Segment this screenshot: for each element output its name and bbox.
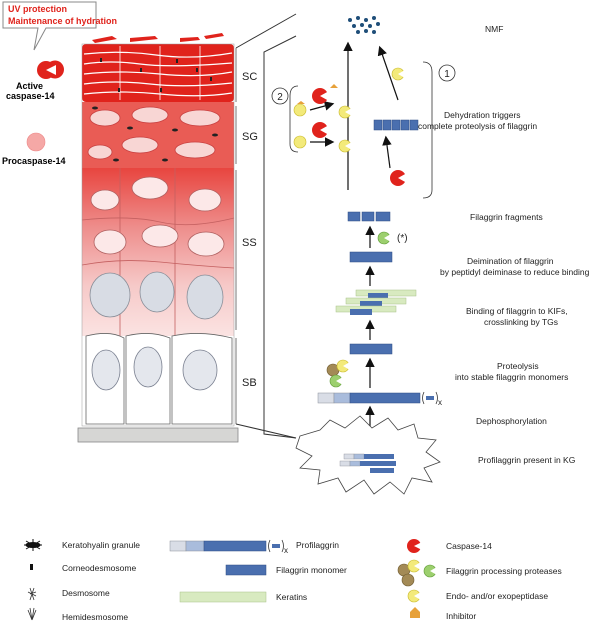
active-label-2: caspase-14 [6,91,55,101]
step-profilaggrin-kg: Profilaggrin present in KG [478,455,575,465]
stratum-granulosum [82,102,234,168]
layer-sc: SC [242,71,257,83]
processing-protease-icon [377,231,391,245]
stratum-spinosum [81,168,235,336]
legend-keratins: Keratins [276,592,307,602]
profilaggrin-x-sub: x [438,398,442,407]
epidermis-section [77,33,239,443]
desmosome-icon [27,587,37,601]
filaggrin-monomer-proteolysis [349,343,393,355]
step-dehydration-1: Dehydration triggers [444,110,521,120]
legend-inhibitor-icon [410,607,420,618]
profilaggrin-in-kg [339,453,396,473]
stratum-basale [77,333,239,443]
inhibitor-reaction-bottom [293,122,352,153]
legend: Keratohyalin granule Corneodesmosome Des… [24,539,562,622]
legend-profilaggrin-x: x [284,546,288,555]
procaspase-icon [26,132,46,152]
profilaggrin-chain [317,391,438,405]
svg-text:2: 2 [277,92,283,103]
stratum-corneum [82,33,234,102]
step-fragments: Filaggrin fragments [470,212,543,222]
marker-asterisk: (*) [397,233,408,244]
inhibitor-reaction-top [293,84,352,119]
corneodesmosome-icon [30,564,33,570]
hemidesmosome-icon [27,607,37,621]
keratin-filaggrin-stack [335,289,417,315]
layer-ss: SS [242,237,257,249]
protease-group-icon [326,359,350,388]
caspase-icon-step1 [391,67,405,81]
legend-desmosome: Desmosome [62,588,110,598]
legend-corneodesmosome: Corneodesmosome [62,563,136,573]
callout-box: UV protection Maintenance of hydration [2,1,117,51]
step-proteolysis-1: Proteolysis [497,361,539,371]
step-deimination-1: Deimination of filaggrin [467,256,554,266]
legend-keratohyalin: Keratohyalin granule [62,540,140,550]
callout-line2: Maintenance of hydration [8,16,117,26]
legend-caspase14-icon [407,539,422,553]
active-label-1: Active [16,81,43,91]
caspase14-icon-step1 [390,170,407,186]
legend-keratins-icon [179,591,267,603]
step-binding-1: Binding of filaggrin to KIFs, [466,306,568,316]
step-dehydration-2: complete proteolysis of filaggrin [418,121,537,131]
legend-profilaggrin: Profilaggrin [296,540,339,550]
step-dephosphorylation: Dephosphorylation [476,416,547,426]
legend-processing: Filaggrin processing proteases [446,566,562,576]
procaspase-label: Procaspase-14 [2,156,66,166]
layer-sb: SB [242,377,257,389]
nmf-dots [348,16,380,34]
legend-caspase14: Caspase-14 [446,541,492,551]
legend-endo: Endo- and/or exopeptidase [446,591,548,601]
svg-text:1: 1 [444,69,450,80]
step-binding-2: crosslinking by TGs [484,317,558,327]
legend-inhibitor: Inhibitor [446,611,476,621]
filaggrin-block-step1 [373,119,419,131]
marker-1: 1 [438,64,456,82]
active-caspase-icon [37,60,64,79]
step-proteolysis-2: into stable filaggrin monomers [455,372,568,382]
legend-profilaggrin-icon [169,539,284,553]
zoom-connector [235,13,297,439]
legend-monomer: Filaggrin monomer [276,565,347,575]
layer-sg: SG [242,131,258,143]
bracket-step1 [422,61,433,199]
bracket-step2 [289,85,299,153]
step-deimination-2: by peptidyl deiminase to reduce binding [440,267,590,277]
pathway-bracket [263,35,297,439]
legend-hemidesmosome: Hemidesmosome [62,612,128,622]
legend-endo-icon [407,589,421,603]
filaggrin-fragments [347,211,391,222]
marker-2: 2 [271,87,289,105]
step-nmf: NMF [485,24,503,34]
legend-monomer-icon [225,564,267,576]
keratohyalin-icon [24,539,42,551]
legend-processing-icon [397,559,437,587]
callout-line1: UV protection [8,4,67,14]
filaggrin-monomer-deimination [349,251,393,263]
